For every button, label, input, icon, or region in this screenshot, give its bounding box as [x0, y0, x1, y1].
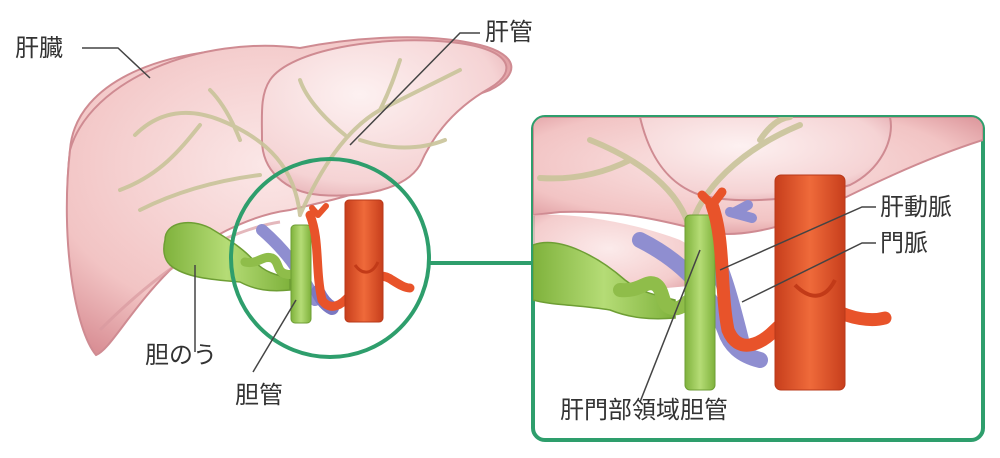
liver-right-lobe: [260, 39, 508, 197]
label-hepatic-artery: 肝動脈: [880, 193, 952, 221]
zoom-content: [533, 117, 983, 391]
aorta-left: [344, 199, 384, 323]
label-hepatic-duct: 肝管: [485, 18, 533, 46]
zoom-circle: [229, 157, 431, 359]
liver: [65, 36, 513, 357]
label-portal-vein: 門脈: [880, 229, 928, 257]
label-gallbladder: 胆のう: [145, 341, 217, 369]
bile-duct-left: [290, 224, 312, 324]
leader-lines: [82, 32, 876, 403]
label-bile-duct: 胆管: [235, 381, 283, 409]
label-liver: 肝臓: [15, 34, 63, 62]
bile-duct-tree: [118, 58, 462, 217]
label-perihilar-bile-duct: 肝門部領域胆管: [560, 396, 728, 424]
